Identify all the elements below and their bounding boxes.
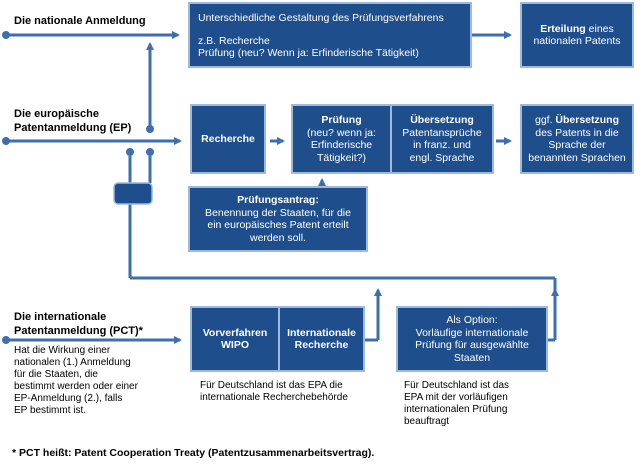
european-label-1: Die europäische (14, 108, 99, 120)
pruefung-box: Prüfung (neu? wenn ja: Erfinderische Tät… (291, 104, 392, 174)
pct-effect-text: Hat die Wirkung einer nationalen (1.) An… (14, 345, 138, 416)
footnote: * PCT heißt: Patent Cooperation Treaty (… (12, 447, 375, 459)
ep-junction-dot (146, 125, 154, 133)
uebersetzung-box: Übersetzung Patentansprüche in franz. un… (390, 104, 494, 174)
national-start-dot (2, 31, 10, 39)
connector-box (113, 182, 153, 205)
epa-pruefung-note: Für Deutschland ist das EPA mit der vorl… (404, 380, 510, 427)
international-label-1: Die internationale (14, 311, 107, 323)
european-label-2: Patentanmeldung (EP) (14, 122, 132, 134)
epa-recherche-note: Für Deutschland ist das EPA die internat… (200, 380, 348, 403)
recherche-box: Recherche (190, 104, 266, 174)
national-procedure-box: Unterschiedliche Gestaltung des Prüfungs… (188, 2, 472, 68)
pct-start-dot (2, 336, 10, 344)
national-label: Die nationale Anmeldung (14, 15, 146, 27)
grant-box: Erteilung eines nationalen Patents (520, 2, 634, 68)
ep-start-dot (2, 137, 10, 145)
ggf-uebersetzung-box: ggf. Übersetzung des Patents in die Spra… (520, 104, 634, 174)
pruefungsantrag-box: Prüfungsantrag: Benennung der Staaten, f… (188, 186, 368, 252)
int-recherche-box: Internationale Recherche (278, 306, 365, 372)
option-box: Als Option: Vorläufige internationale Pr… (396, 306, 548, 372)
wipo-box: Vorverfahren WIPO (190, 306, 280, 372)
international-label-2: Patentanmeldung (PCT)* (14, 325, 143, 337)
